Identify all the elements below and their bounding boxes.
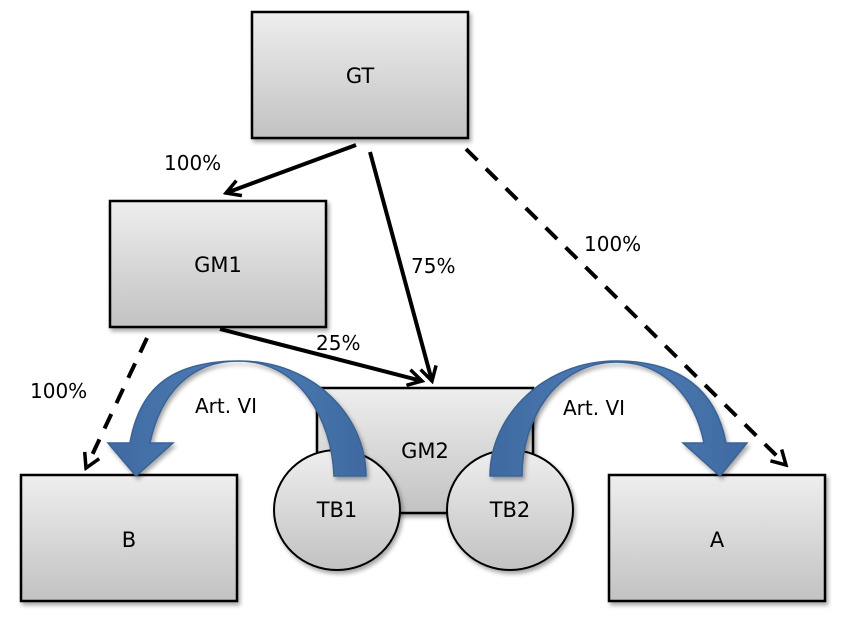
a-box[interactable] — [607, 473, 827, 603]
edge-gm1-gm2 — [219, 327, 422, 381]
node-gt[interactable]: GT — [250, 10, 470, 140]
gm1-label: GM1 — [194, 253, 242, 277]
edge-label-gt-gm1: 100% — [164, 151, 221, 175]
edge-gt-gm2 — [368, 151, 432, 381]
arrow-line — [219, 327, 422, 381]
arrow-line — [226, 143, 357, 193]
edge-label-gt-gm2: 75% — [411, 254, 455, 278]
edge-label-tb1-b: Art. VI — [195, 394, 257, 418]
a-label: A — [710, 528, 725, 552]
curved-block-arrow — [106, 360, 367, 478]
b-label: B — [122, 528, 136, 552]
node-b[interactable]: B — [19, 473, 239, 603]
arrow-line — [86, 337, 149, 468]
edge-gm1-b — [86, 337, 149, 468]
edge-label-gm1-b: 100% — [30, 379, 87, 403]
node-a[interactable]: A — [607, 473, 827, 603]
curved-block-arrow — [489, 360, 749, 478]
curved-arrow-tb2-to-a — [489, 360, 749, 478]
gm2-label: GM2 — [401, 439, 449, 463]
curved-arrow-tb1-to-b — [106, 360, 367, 478]
tb1-label: TB1 — [316, 498, 358, 522]
gm1-box[interactable] — [108, 199, 328, 329]
edge-label-gm1-gm2: 25% — [316, 331, 360, 355]
b-box[interactable] — [19, 473, 239, 603]
edge-gt-gm1 — [226, 143, 357, 193]
node-gm1[interactable]: GM1 — [108, 199, 328, 329]
edge-label-gt-a: 100% — [584, 232, 641, 256]
arrow-line — [368, 151, 432, 381]
gt-label: GT — [346, 64, 375, 88]
arrow-line — [464, 147, 786, 465]
gt-box[interactable] — [250, 10, 470, 140]
edge-label-tb2-a: Art. VI — [563, 396, 625, 420]
tb2-label: TB2 — [489, 498, 531, 522]
edge-gt-a — [464, 147, 786, 465]
